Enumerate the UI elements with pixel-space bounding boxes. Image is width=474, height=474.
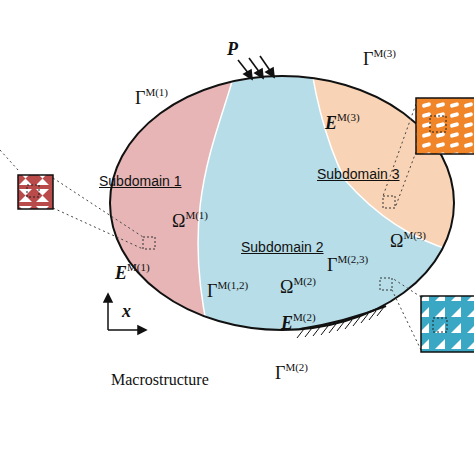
symbol: E	[281, 313, 293, 333]
superscript: M(1)	[145, 86, 168, 98]
superscript: M(2)	[293, 311, 316, 323]
subdomain-title: Subdomain 3	[317, 167, 400, 182]
symbol: Γ	[327, 255, 337, 275]
superscript: M(2)	[285, 361, 308, 373]
superscript: M(1,2)	[217, 279, 248, 291]
superscript: M(1)	[185, 209, 208, 221]
boundary-label: ΓM(3)	[363, 47, 396, 70]
symbol: Ω	[172, 211, 185, 231]
subdomain-title: Subdomain 1	[99, 174, 182, 189]
stiffness-label: EM(3)	[325, 111, 360, 134]
domain-label: ΩM(1)	[172, 209, 208, 232]
symbol: Γ	[275, 363, 285, 383]
superscript: M(3)	[337, 111, 360, 123]
stiffness-label: EM(1)	[115, 261, 150, 284]
load-label: P	[227, 40, 238, 60]
stiffness-label: EM(2)	[281, 311, 316, 334]
boundary-label: ΓM(1)	[135, 86, 168, 109]
interface-label: ΓM(1,2)	[207, 279, 248, 302]
interface-label: ΓM(2,3)	[327, 253, 368, 276]
domain-label: ΩM(2)	[280, 275, 316, 298]
superscript: M(2,3)	[337, 253, 368, 265]
symbol: Ω	[280, 277, 293, 297]
subdomain-title: Subdomain 2	[241, 240, 324, 255]
symbol: Γ	[207, 281, 217, 301]
superscript: M(3)	[373, 47, 396, 59]
superscript: M(1)	[127, 261, 150, 273]
symbol: Ω	[390, 231, 403, 251]
boundary-label: ΓM(2)	[275, 361, 308, 384]
symbol: Γ	[363, 49, 373, 69]
symbol: E	[115, 263, 127, 283]
superscript: M(3)	[403, 229, 426, 241]
symbol: Γ	[135, 88, 145, 108]
axis-label: x	[122, 302, 131, 322]
superscript: M(2)	[293, 275, 316, 287]
domain-label: ΩM(3)	[390, 229, 426, 252]
symbol: E	[325, 113, 337, 133]
caption-label: Macrostructure	[111, 371, 209, 389]
